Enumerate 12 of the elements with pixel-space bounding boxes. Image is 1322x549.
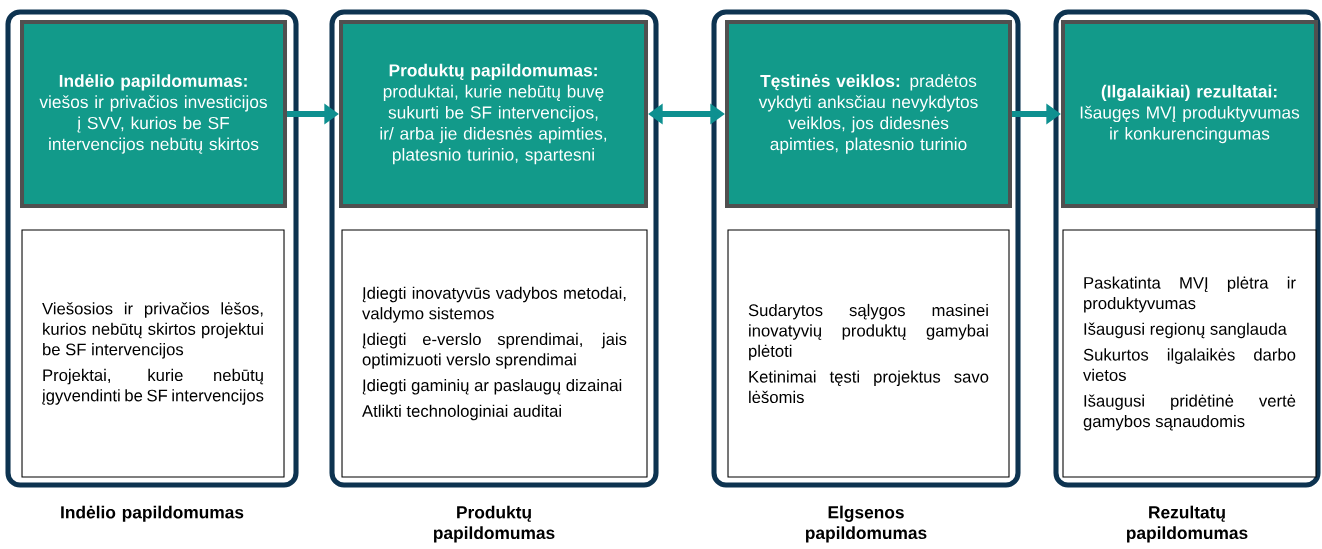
definition-box: Produktų papildomumas: produktai, kurie nebūtų buvę sukurti be SF intervencijos, ir/ arba jie didesnės apimties, platesnio turinio, spartesni <box>339 20 648 208</box>
definition-box: (Ilgalaikiai) rezultatai: Išaugęs MVĮ produktyvumas ir konkurencingumas <box>1061 20 1318 208</box>
text-box: Įdiegti inovatyvūs vadybos metodai, valdymo sistemos Įdiegti e-verslo sprendimai, jais optimizuoti verslo sprendimai Įdiegti gaminių ar paslaugų dizainai Atlikti technologiniai auditai <box>341 229 648 478</box>
panel-heading: Elgsenos papildomumas <box>806 505 927 543</box>
text-box: Paskatinta MVĮ plėtra ir produktyvumas Išaugusi regionų sanglauda Sukurtos ilgalaikės darbo vietos Išaugusi pridėtinė vertė gamybos sąnaudomis <box>1062 229 1317 478</box>
definition-box: Indėlio papildomumas: viešos ir privačios investicijos į SVV, kurios be SF intervencijos nebūtų skirtos <box>20 20 287 208</box>
panel-heading: Rezultatų papildomumas <box>1127 505 1248 543</box>
definition-box: Tęstinės veiklos: pradėtos vykdyti anksčiau nevykdytos veiklos, jos didesnės apimties, platesnio turinio <box>725 20 1012 208</box>
panel-heading: Produktų papildomumas <box>434 505 555 543</box>
panel-heading: Indėlio papildomumas <box>61 505 244 522</box>
text-box: Viešosios ir privačios lėšos, kurios nebūtų skirtos projektui be SF intervencijos Projektai, kurie nebūtų įgyvendinti be SF intervencijos <box>21 229 285 478</box>
text-box: Sudarytos sąlygos masinei inovatyvių produktų gamybai plėtoti Ketinimai tęsti projektus savo lėšomis <box>727 229 1010 478</box>
